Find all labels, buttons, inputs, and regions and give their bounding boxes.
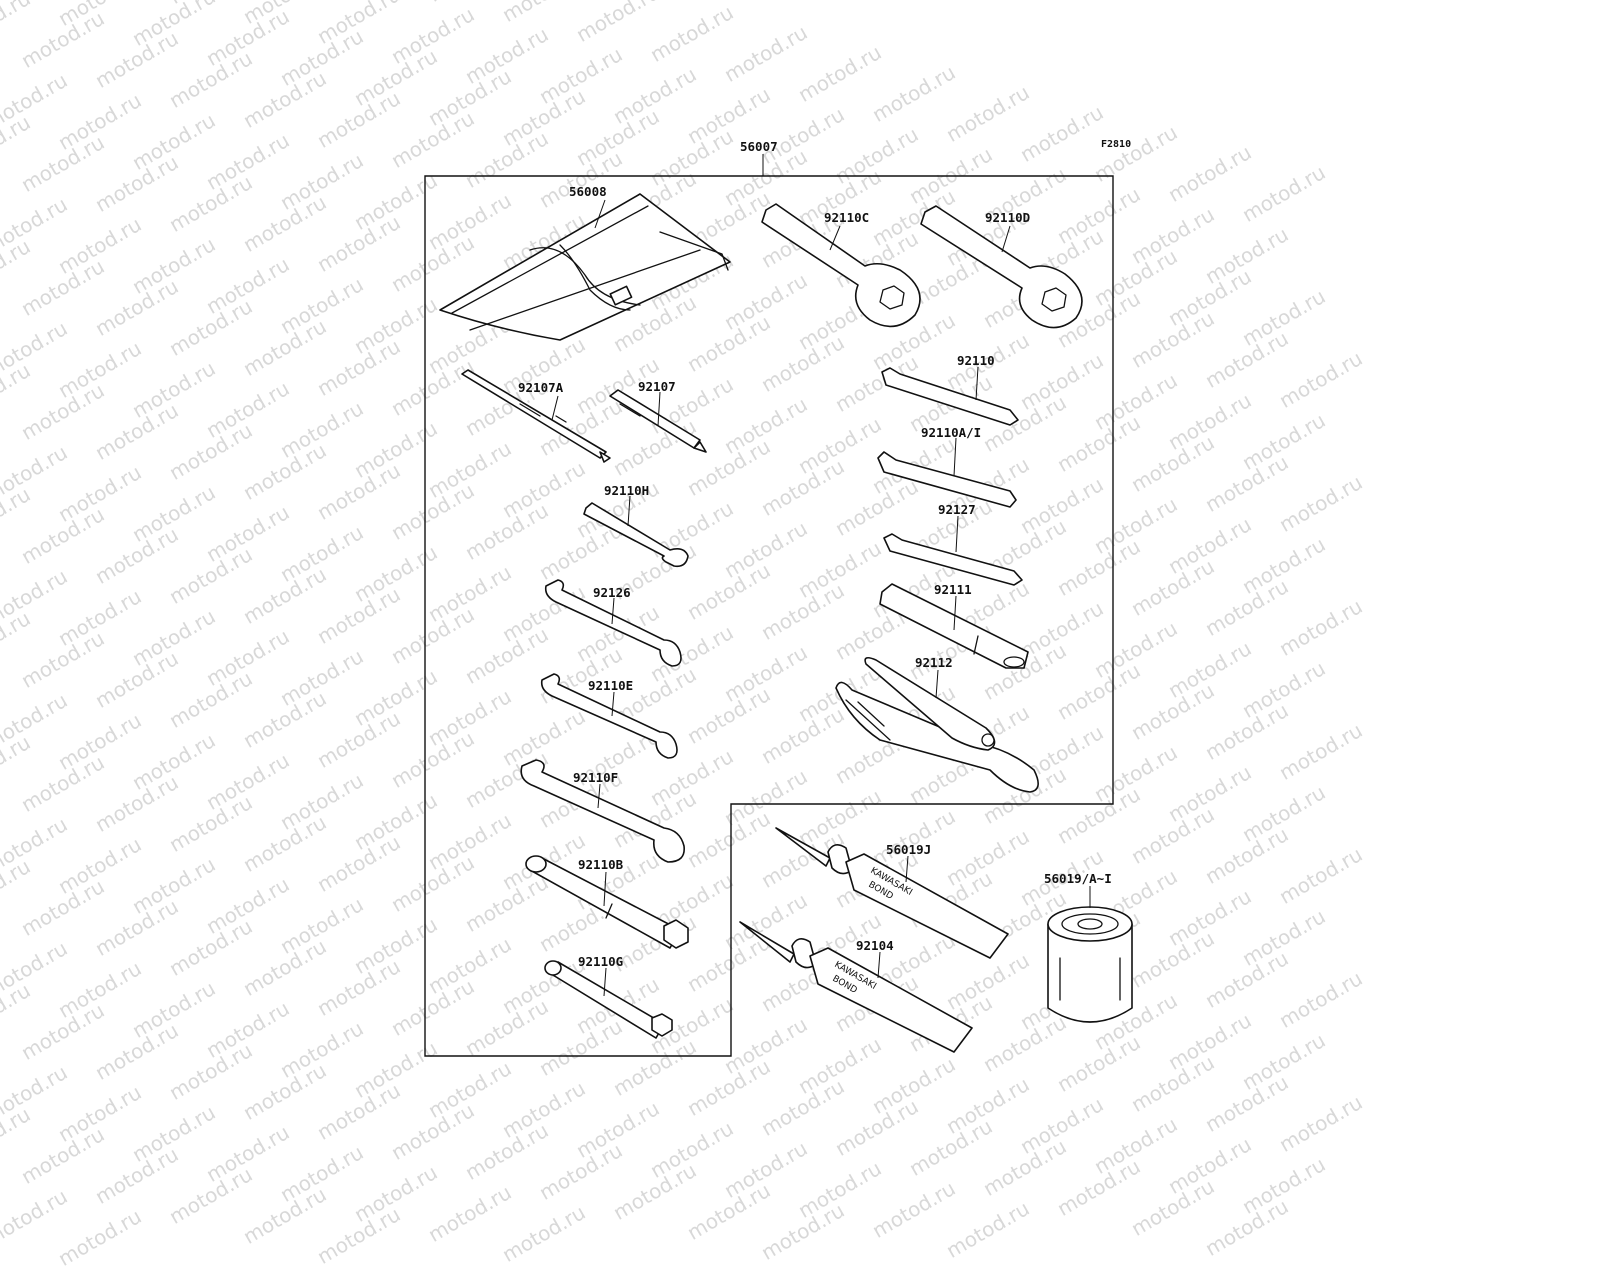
figure-id: F2810 xyxy=(1101,139,1131,150)
leader-92107A xyxy=(551,395,559,421)
leader-56008 xyxy=(594,199,606,229)
watermark-text: motod.ru xyxy=(54,1204,146,1271)
label-92110C: 92110C xyxy=(824,210,869,225)
box-wrench-92110B xyxy=(525,855,689,949)
label-92126: 92126 xyxy=(593,585,631,600)
label-92110E: 92110E xyxy=(588,678,633,693)
label-92107A: 92107A xyxy=(518,380,564,395)
label-92110AI: 92110A/I xyxy=(921,425,981,440)
open-spanner-92110H xyxy=(583,502,689,568)
leader-92110E xyxy=(611,691,615,717)
bond-can-56019AI xyxy=(1047,906,1133,1023)
ring-wrench-92110C xyxy=(761,203,921,328)
label-56019AI: 56019/A~I xyxy=(1044,871,1112,886)
tool-kit-diagram: 56007 F2810 56008 92110C 92110D xyxy=(424,139,1133,1057)
label-56008: 56008 xyxy=(569,184,607,199)
leader-92127 xyxy=(955,515,959,553)
leader-92107 xyxy=(657,391,661,427)
watermark-text: motod.ru xyxy=(498,1200,590,1267)
double-spanner-92110E xyxy=(540,673,678,759)
label-56019J: 56019J xyxy=(886,842,931,857)
leader-92110C xyxy=(829,225,841,251)
leader-56019J xyxy=(905,855,909,883)
double-spanner-92126 xyxy=(544,579,682,667)
hex-key-92110 xyxy=(881,367,1019,426)
leader-92112 xyxy=(935,669,939,699)
label-92107: 92107 xyxy=(638,379,676,394)
leader-92110G xyxy=(603,967,607,997)
leader-92110 xyxy=(975,366,979,401)
screwdriver-bit-92107A xyxy=(461,369,611,463)
pliers-92112 xyxy=(835,656,1039,793)
label-92112: 92112 xyxy=(915,655,953,670)
leader-92111 xyxy=(953,595,957,631)
box-wrench-92110G xyxy=(544,960,673,1039)
leader-92110F xyxy=(597,783,601,809)
label-92110G: 92110G xyxy=(578,954,623,969)
leader-92110H xyxy=(627,495,631,527)
watermark-text: motod.ru xyxy=(757,1198,849,1265)
tool-kit-frame xyxy=(424,175,1114,1057)
bond-tube-92104: KAWASAKI BOND xyxy=(739,921,973,1053)
label-92110: 92110 xyxy=(957,353,995,368)
watermark-text: motod.ru xyxy=(313,1202,405,1269)
hex-key-92127 xyxy=(883,533,1023,586)
leader-92110B xyxy=(603,871,607,907)
label-92111: 92111 xyxy=(934,582,972,597)
screwdriver-92107 xyxy=(609,389,707,453)
label-92110D: 92110D xyxy=(985,210,1030,225)
diagram-canvas: motod.ru motod.ru motod.ru motod.ru motod.ru… xyxy=(0,0,1366,1271)
leader-92104 xyxy=(877,951,881,979)
tool-bag-56008 xyxy=(439,193,731,341)
bond-tube-56019J: KAWASAKI BOND xyxy=(775,827,1009,959)
label-92110H: 92110H xyxy=(604,483,649,498)
label-92104: 92104 xyxy=(856,938,894,953)
leader-92110AI xyxy=(953,437,957,477)
double-spanner-92110F xyxy=(520,759,685,863)
watermark-text: motod.ru xyxy=(1201,1194,1293,1261)
label-56007: 56007 xyxy=(740,139,778,154)
watermark-text: motod.ru xyxy=(942,1196,1034,1263)
label-92127: 92127 xyxy=(938,502,976,517)
label-92110B: 92110B xyxy=(578,857,624,872)
leader-92110D xyxy=(1001,225,1011,253)
ring-wrench-92110D xyxy=(920,205,1083,329)
label-92110F: 92110F xyxy=(573,770,618,785)
leader-92126 xyxy=(611,597,615,625)
hex-key-92110AI xyxy=(877,451,1017,508)
